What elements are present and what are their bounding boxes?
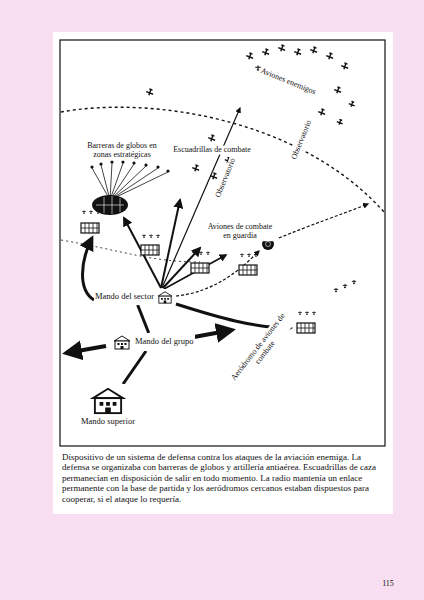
drawing-part bbox=[92, 195, 128, 215]
building-roof bbox=[114, 336, 130, 341]
drawing-part bbox=[141, 245, 159, 255]
drawing-part bbox=[83, 238, 95, 300]
plane-symbol bbox=[261, 48, 270, 57]
command-link bbox=[138, 305, 149, 333]
plane-symbol bbox=[89, 210, 93, 213]
plane-symbol bbox=[209, 172, 218, 181]
drawing-part bbox=[297, 323, 315, 333]
command-label: Mando superior bbox=[81, 417, 135, 426]
white-panel bbox=[53, 32, 393, 514]
building-wall bbox=[159, 296, 171, 303]
drawing-part bbox=[274, 204, 368, 240]
plane-symbol bbox=[333, 86, 342, 95]
map-label: Aviones de combate en guardia bbox=[202, 223, 278, 241]
plane-symbol bbox=[305, 311, 309, 314]
drawing-part bbox=[124, 218, 161, 288]
front-line bbox=[61, 107, 384, 262]
building-icon bbox=[111, 334, 133, 350]
drawing-part bbox=[66, 346, 106, 353]
plane-symbol bbox=[317, 108, 326, 117]
plane-symbol bbox=[82, 44, 356, 315]
figure-frame bbox=[60, 40, 385, 446]
plane-symbol bbox=[149, 234, 153, 237]
plane-symbol bbox=[240, 253, 244, 256]
drawing-part bbox=[191, 263, 209, 273]
building-window bbox=[161, 298, 169, 303]
building-icon bbox=[156, 290, 174, 304]
plane-symbol bbox=[343, 284, 348, 288]
drawing-part bbox=[162, 108, 240, 288]
drawing-part bbox=[99, 162, 102, 165]
command-link bbox=[123, 351, 146, 384]
map-label: Barreras de globos en zonas estratégicas bbox=[78, 142, 166, 160]
drawing-part bbox=[92, 163, 168, 200]
plane-symbol bbox=[254, 253, 258, 256]
map-label: Aviones enemigos bbox=[258, 67, 318, 98]
drawing-part bbox=[90, 165, 93, 168]
building-wall bbox=[95, 398, 121, 413]
building-wall bbox=[115, 341, 129, 349]
drawing-part bbox=[176, 251, 259, 296]
plane-symbol bbox=[142, 234, 146, 237]
building-roof bbox=[93, 389, 123, 398]
map-label: Aeródromo de aviones de combate bbox=[226, 308, 298, 393]
command-label: Mando del sector bbox=[95, 292, 154, 301]
plane-symbol bbox=[334, 288, 339, 292]
drawing-part bbox=[61, 240, 200, 262]
plane-symbol bbox=[312, 311, 316, 314]
drawing-part bbox=[81, 223, 99, 233]
plane-symbol bbox=[293, 48, 302, 57]
drawing-part bbox=[96, 196, 124, 214]
plane-symbol bbox=[96, 210, 100, 213]
plane-symbol bbox=[325, 52, 334, 61]
balloon-barrage bbox=[90, 160, 169, 215]
plane-symbol bbox=[247, 253, 251, 256]
drawing-part bbox=[110, 160, 113, 163]
drawing-part bbox=[194, 330, 232, 337]
plane-symbol bbox=[309, 46, 318, 55]
plane-symbol bbox=[277, 44, 286, 53]
plane-symbol bbox=[156, 234, 160, 237]
building-window bbox=[118, 343, 127, 349]
plane-symbol bbox=[352, 280, 357, 284]
command-post: Mando superior bbox=[80, 384, 136, 427]
plane-symbol bbox=[298, 311, 302, 314]
plane-symbol bbox=[192, 251, 196, 254]
plane-symbol bbox=[207, 134, 216, 143]
command-post: Mando del sector bbox=[94, 289, 175, 305]
plane-symbol bbox=[82, 210, 86, 213]
drawing-part bbox=[132, 161, 135, 164]
drawing-part bbox=[121, 160, 124, 163]
building-window bbox=[100, 402, 117, 413]
drawing-part bbox=[161, 200, 180, 288]
building-roof bbox=[158, 292, 172, 296]
command-post: Mando del grupo bbox=[110, 333, 195, 351]
drawing-part bbox=[166, 169, 169, 172]
drawing-part bbox=[144, 163, 147, 166]
plane-symbol bbox=[145, 88, 154, 97]
command-label: Mando del grupo bbox=[135, 337, 194, 346]
plane-symbol bbox=[348, 100, 356, 108]
page-number: 115 bbox=[381, 580, 395, 589]
drawing-part bbox=[266, 242, 271, 247]
plane-symbol bbox=[206, 251, 210, 254]
building-icon bbox=[89, 385, 127, 415]
drawing-part bbox=[156, 165, 159, 168]
map-label: Observatorio bbox=[290, 118, 315, 162]
caption: Dispositivo de un sistema de defensa con… bbox=[62, 452, 384, 504]
plane-symbol bbox=[336, 118, 344, 126]
plane-symbol bbox=[340, 62, 349, 71]
drawing-part bbox=[239, 265, 257, 275]
plane-symbol bbox=[245, 52, 254, 61]
order-arrows bbox=[66, 108, 368, 353]
map-label: Observatorio bbox=[214, 156, 239, 200]
plane-symbol bbox=[199, 251, 203, 254]
plane-symbol bbox=[191, 164, 200, 173]
map-label: Escuadrillas de combate bbox=[172, 146, 252, 155]
